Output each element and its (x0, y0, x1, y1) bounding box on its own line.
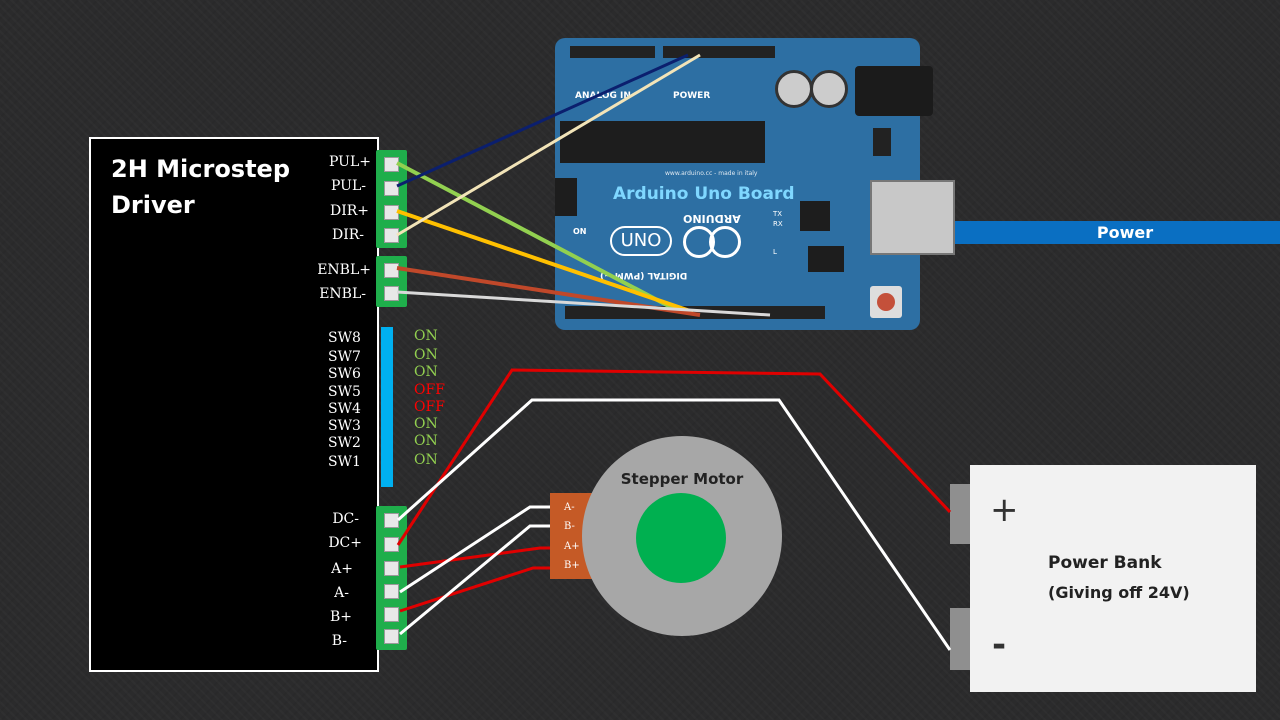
driver-title: 2H Microstep Driver (111, 155, 291, 219)
wire-dir-minus (396, 53, 701, 237)
power-header-label: POWER (673, 91, 711, 101)
driver-pin-label: DIR- (331, 227, 364, 243)
bank-negative-terminal (950, 608, 970, 670)
icsp-header-2 (808, 246, 844, 272)
terminal-pin (384, 629, 399, 644)
wire-a-minus (399, 505, 550, 594)
terminal-enable (376, 256, 407, 307)
reset-button[interactable] (870, 286, 902, 318)
driver-pin-label: ENBL+ (317, 262, 371, 278)
switch-label: SW7 (328, 349, 361, 365)
bank-subtitle: (Giving off 24V) (1048, 583, 1190, 602)
microcontroller-chip (560, 121, 765, 163)
atmega16u2-chip (800, 201, 830, 231)
terminal-pin (384, 263, 399, 278)
switch-label: SW3 (328, 418, 361, 434)
uno-logo: UNO (610, 226, 672, 256)
microstep-driver: 2H Microstep Driver PUL+ PUL- DIR+ DIR- … (89, 137, 379, 672)
switch-state: ON (414, 364, 438, 380)
on-label: ON (573, 227, 587, 236)
terminal-pin (384, 181, 399, 196)
switch-state: OFF (414, 399, 445, 415)
driver-pin-label: DC- (332, 511, 359, 527)
small-text: www.arduino.cc - made in italy (665, 170, 758, 177)
switch-label: SW2 (328, 435, 361, 451)
wire-pul-plus (396, 161, 681, 314)
motor-shaft (636, 493, 726, 583)
driver-pin-label: PUL+ (329, 154, 371, 170)
driver-pin-label: B- (331, 633, 347, 649)
board-label: Arduino Uno Board (613, 184, 795, 204)
bank-title: Power Bank (1048, 553, 1162, 573)
switch-state: ON (414, 452, 438, 468)
driver-pin-label: ENBL- (319, 286, 366, 302)
motor-pin-label: A+ (564, 541, 580, 552)
wire-dc-plus (396, 368, 952, 546)
reset-button-cap (877, 293, 895, 311)
bank-positive-terminal (950, 484, 970, 544)
motor-title: Stepper Motor (620, 470, 744, 488)
driver-pin-label: PUL- (331, 178, 366, 194)
wire-b-plus (399, 566, 550, 613)
switch-label: SW8 (328, 330, 361, 346)
l-label: L (773, 248, 777, 256)
usb-connector (870, 180, 955, 255)
dip-switch-bar (381, 327, 393, 487)
driver-pin-label: A- (334, 585, 349, 601)
dc-jack (855, 66, 933, 116)
capacitor-2 (810, 70, 848, 108)
arduino-uno-board: POWER ANALOG IN www.arduino.cc - made in… (555, 38, 933, 330)
switch-label: SW5 (328, 384, 361, 400)
power-header (663, 46, 775, 58)
icsp-header (555, 178, 577, 216)
switch-label: SW4 (328, 401, 361, 417)
bank-plus-symbol: + (990, 490, 1019, 530)
terminal-pin (384, 561, 399, 576)
bank-minus-symbol: - (992, 625, 1007, 665)
motor-pin-label: A- (564, 502, 575, 513)
uno-logo-text: UNO (620, 230, 662, 251)
wire-dc-minus (396, 398, 952, 651)
power-label: Power (1096, 223, 1154, 242)
ic-small (873, 128, 891, 156)
arduino-logo-icon (683, 226, 743, 258)
wire-pul-minus (396, 53, 689, 188)
tx-label: TX (773, 210, 783, 218)
rx-label: RX (773, 220, 783, 228)
terminal-power (376, 506, 407, 650)
driver-pin-label: DIR+ (329, 203, 369, 219)
switch-state: OFF (414, 382, 445, 398)
switch-label: SW6 (328, 366, 361, 382)
switch-state: ON (414, 416, 438, 432)
switch-label: SW1 (328, 454, 361, 470)
wire-dir-plus (396, 209, 694, 314)
switch-state: ON (414, 433, 438, 449)
digital-header-top (570, 46, 655, 58)
switch-state: ON (414, 347, 438, 363)
capacitor-1 (775, 70, 813, 108)
motor-pin-label: B- (564, 521, 575, 532)
wire-a-plus (399, 546, 550, 569)
terminal-pin (384, 607, 399, 622)
usb-power-cable: Power (955, 221, 1280, 244)
driver-pin-label: DC+ (328, 535, 362, 551)
stepper-motor: Stepper Motor (582, 436, 782, 636)
driver-pin-label: B+ (329, 609, 352, 625)
power-bank: + - Power Bank (Giving off 24V) (970, 465, 1256, 692)
analog-header-label: ANALOG IN (575, 91, 631, 101)
wire-b-minus (399, 524, 550, 636)
driver-pin-label: A+ (331, 561, 353, 577)
terminal-pin (384, 584, 399, 599)
wire-enbl-minus (396, 290, 771, 317)
switch-state: ON (414, 328, 438, 344)
motor-pin-label: B+ (564, 560, 580, 571)
